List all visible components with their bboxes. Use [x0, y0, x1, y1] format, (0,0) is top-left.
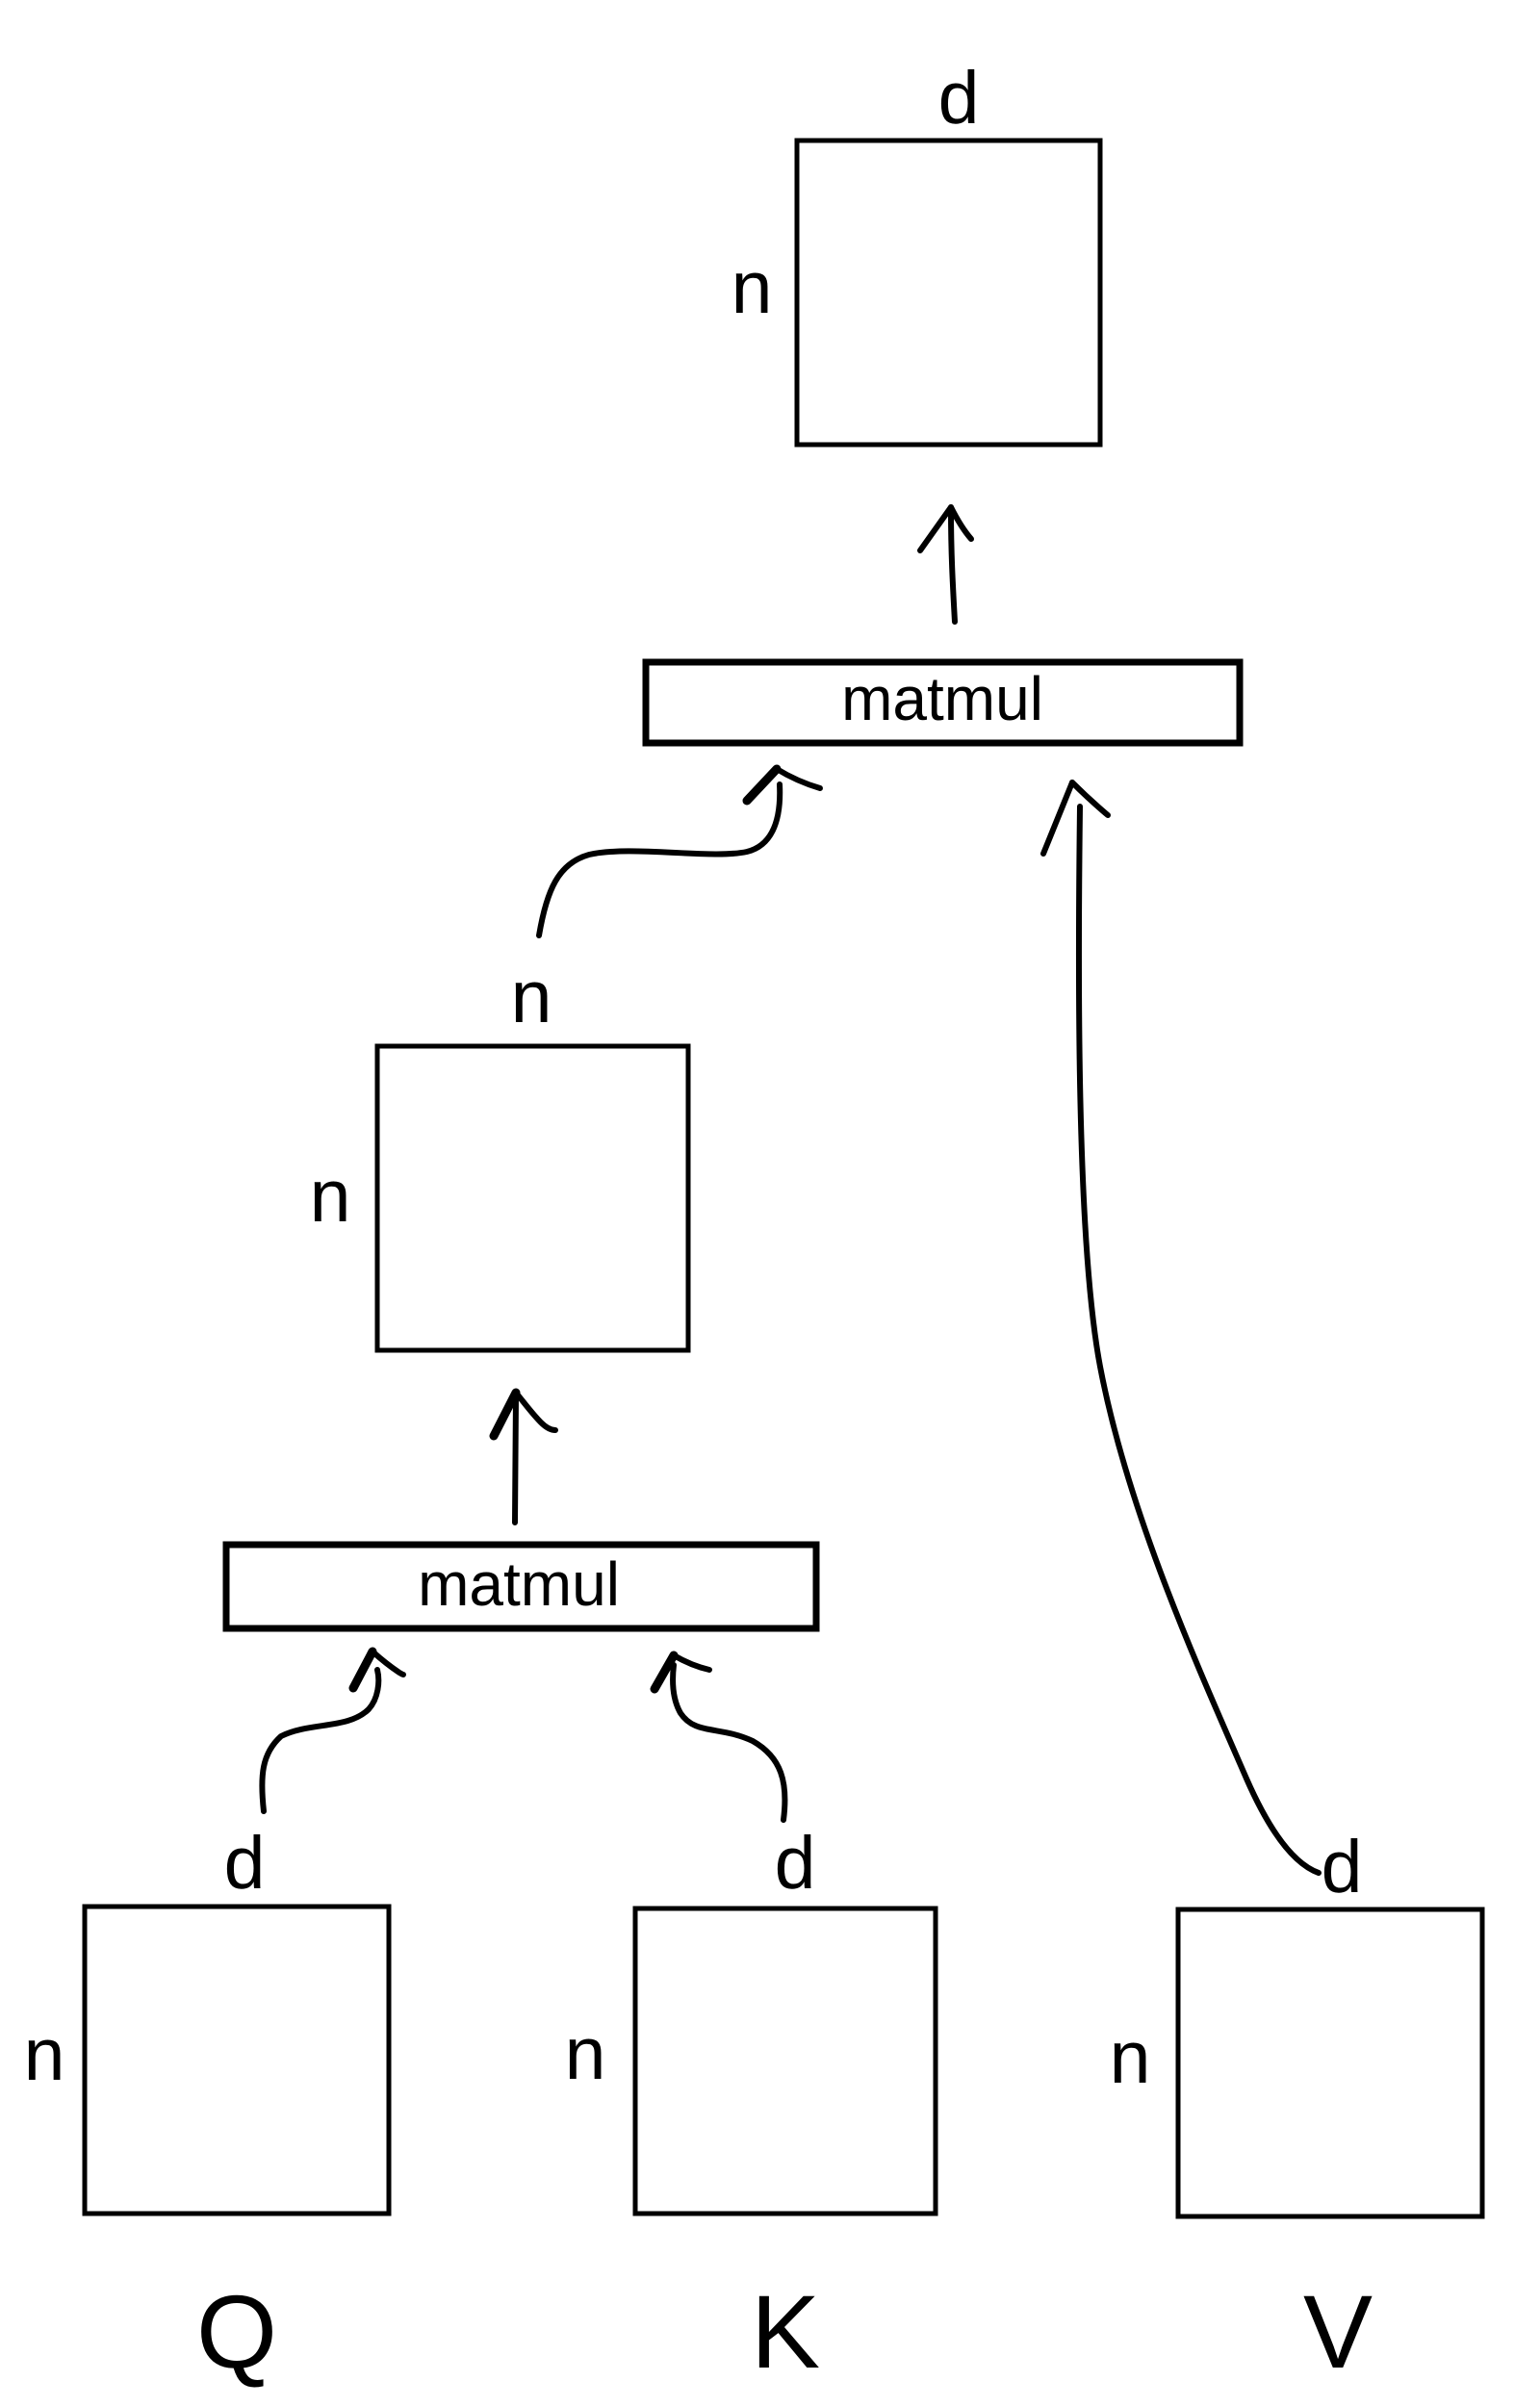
k-matrix-side-label: n: [565, 2012, 606, 2095]
k-matrix-name: K: [751, 2273, 820, 2390]
q-matrix-top-label: d: [224, 1822, 266, 1905]
q-matrix-box: [82, 1904, 392, 2216]
matmul-bottom-box: [222, 1541, 820, 1632]
k-matrix-top-label: d: [775, 1822, 816, 1905]
matmul-top-box: [642, 658, 1244, 747]
matmul-bottom-to-attention-arrow: [489, 1388, 558, 1525]
output-matrix-box: [794, 138, 1103, 448]
matmul-top-to-output-arrow: [917, 504, 974, 625]
v-matrix-name: V: [1303, 2273, 1373, 2390]
output-matrix-top-label: d: [938, 57, 980, 140]
attention-matrix-top-label: n: [511, 956, 552, 1038]
q-to-matmul-bottom-arrow: [259, 1647, 406, 1814]
matmul-bottom-label: matmul: [418, 1549, 620, 1619]
v-to-matmul-top-arrow: [1040, 780, 1322, 1876]
attention-to-matmul-top-arrow: [536, 764, 823, 938]
v-matrix-box: [1175, 1907, 1485, 2219]
v-matrix-side-label: n: [1110, 2016, 1151, 2099]
q-matrix-name: Q: [196, 2273, 277, 2390]
output-matrix-side-label: n: [732, 246, 773, 329]
attention-matrix-side-label: n: [310, 1155, 351, 1238]
v-matrix-top-label: d: [1322, 1826, 1363, 1908]
matmul-top-label: matmul: [841, 664, 1043, 733]
attention-matrix-box: [374, 1043, 691, 1353]
q-matrix-side-label: n: [24, 2013, 65, 2096]
k-matrix-box: [632, 1906, 938, 2216]
k-to-matmul-bottom-arrow: [650, 1651, 788, 1823]
